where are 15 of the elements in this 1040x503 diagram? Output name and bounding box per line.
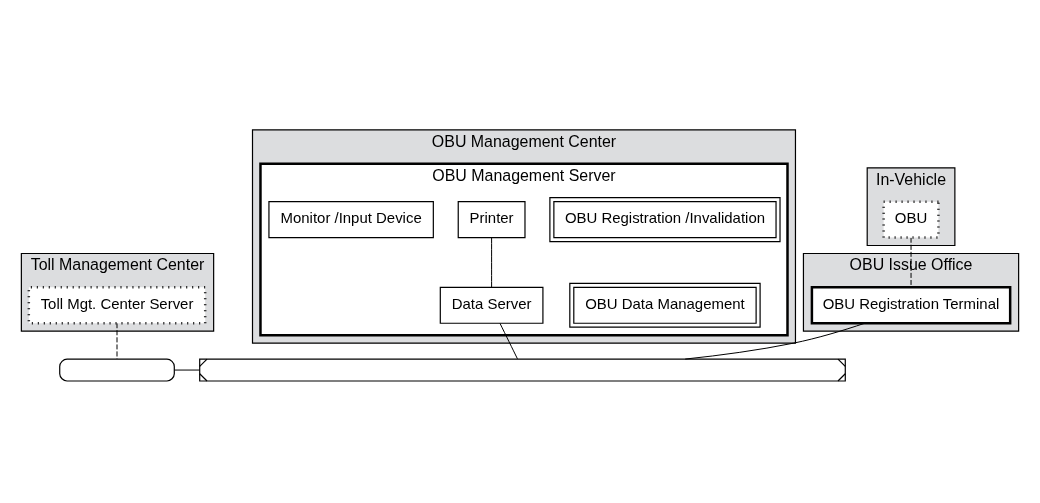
connector [499,322,518,360]
connector [684,322,866,360]
node-box: OBU [882,200,940,239]
connector [173,369,201,371]
node-box: Data Server [439,286,544,324]
node-box: OBU Registration Terminal [810,286,1012,325]
connector [910,237,912,288]
node-box: Monitor /Input Device [268,201,434,239]
node-box: OBU Data Management [569,282,761,328]
connector [116,322,118,360]
node-box [59,358,175,382]
node-box: Printer [457,201,526,239]
node-box: Toll Mgt. Center Server [27,286,207,325]
node-box: OBU Registration /Invalidation [549,197,781,243]
connector [491,237,493,288]
